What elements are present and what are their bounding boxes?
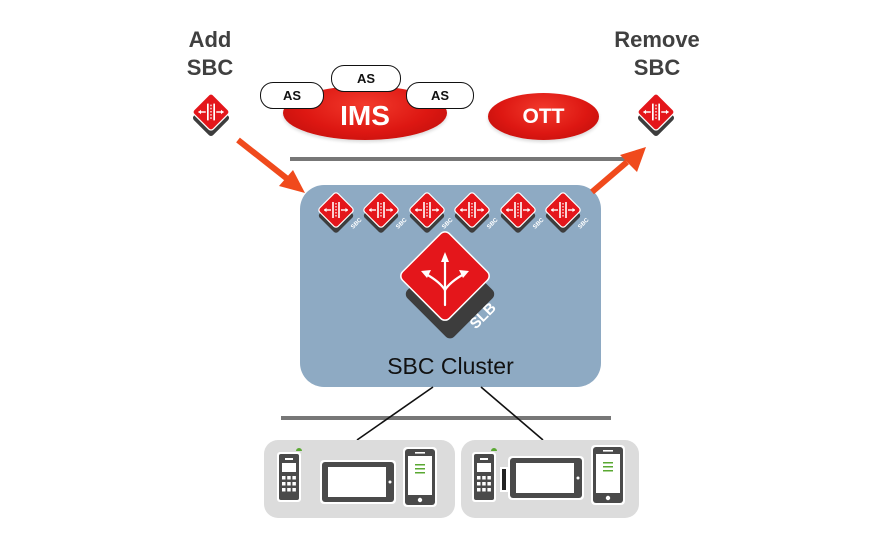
- add-label-line2: SBC: [186, 55, 234, 80]
- add-label-line1: Add: [188, 27, 232, 52]
- as-bubble: AS: [406, 82, 474, 109]
- remove-label-line1: Remove: [614, 27, 700, 52]
- as-label: AS: [356, 71, 376, 86]
- connector-line: [480, 386, 544, 441]
- connector-line: [356, 386, 434, 441]
- add-arrow: [236, 137, 305, 193]
- sbc-cluster-label: SBC Cluster: [387, 353, 514, 379]
- remove-label-line2: SBC: [633, 55, 681, 80]
- tablet-icon: [508, 456, 584, 500]
- smartphone-icon: [403, 447, 437, 507]
- feature-phone-icon: [472, 448, 497, 502]
- tablet-icon: [320, 460, 396, 504]
- ims-label: IMS: [340, 100, 390, 131]
- ott-core: OTT: [488, 93, 599, 140]
- as-label: AS: [430, 88, 450, 103]
- smartphone-icon: [591, 445, 625, 505]
- as-bubble: AS: [331, 65, 401, 92]
- core-network-line: [290, 157, 627, 161]
- access-network-line: [281, 416, 611, 420]
- as-label: AS: [282, 88, 302, 103]
- device-connector-icon: [502, 469, 506, 490]
- add-sbc-label: Add SBC: [175, 26, 245, 82]
- as-bubble: AS: [260, 82, 324, 109]
- slb-icon: SLB: [400, 231, 500, 339]
- remove-sbc-label: Remove SBC: [600, 26, 714, 82]
- ott-label: OTT: [522, 104, 565, 128]
- feature-phone-icon: [277, 448, 302, 502]
- remove-arrow: [590, 147, 646, 195]
